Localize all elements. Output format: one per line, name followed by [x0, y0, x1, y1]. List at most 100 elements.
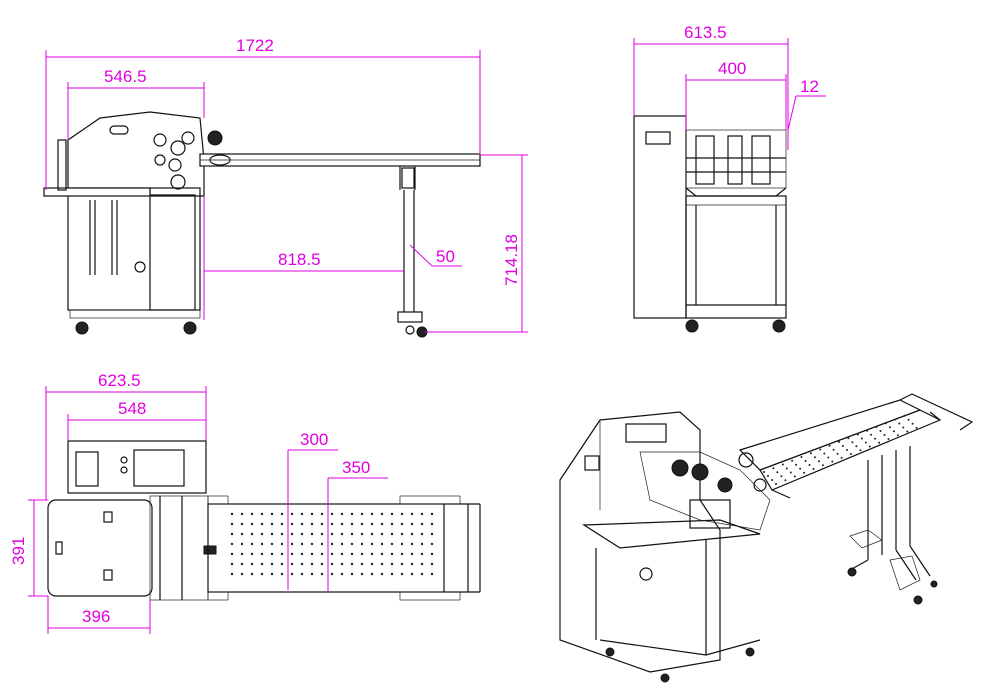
perforation-dot [240, 512, 244, 516]
perforation-dot [370, 572, 374, 576]
iso-perforation-dot [915, 426, 918, 429]
iso-perforation-dot [803, 471, 806, 474]
iso-perforation-dot [842, 445, 844, 447]
perforation-dot [360, 532, 364, 536]
perforation-dot [240, 562, 244, 566]
perforation-dot [230, 572, 234, 576]
perforation-dot [300, 532, 304, 536]
perforation-dot [410, 542, 414, 546]
perforation-dot [320, 552, 324, 556]
perforation-dot [420, 512, 424, 516]
perforation-dot [260, 522, 264, 526]
perforation-dot [360, 562, 364, 566]
iso-perforation-dot [827, 456, 830, 459]
iso-perforation-dot [784, 479, 787, 482]
perforation-dot [310, 512, 314, 516]
iso-perforation-dot [838, 441, 840, 443]
iso-perforation-dot [860, 437, 863, 440]
perforation-dot [330, 552, 334, 556]
dim-top-feeder-width: 396 [82, 607, 110, 626]
perforation-dot [340, 532, 344, 536]
iso-perforation-dot [780, 475, 783, 478]
iso-perforation-dot [763, 471, 765, 473]
perforation-dot [290, 532, 294, 536]
iso-perforation-dot [791, 459, 794, 462]
perforation-dot [410, 552, 414, 556]
dim-side-overall-width: 613.5 [684, 23, 727, 42]
iso-perforation-dot [883, 434, 886, 436]
perforation-dot [430, 522, 434, 526]
iso-perforation-dot [892, 430, 895, 433]
dim-top-belt-inner: 300 [300, 430, 328, 449]
dim-front-leg-width: 50 [436, 247, 455, 266]
perforation-dot [390, 522, 394, 526]
perforation-dot [390, 562, 394, 566]
perforation-dot [400, 542, 404, 546]
perforation-dot [370, 542, 374, 546]
perforation-dot [290, 512, 294, 516]
iso-perforation-dot [847, 437, 850, 440]
iso-perforation-dot [868, 445, 871, 448]
perforation-dot [300, 522, 304, 526]
perforation-dot [310, 562, 314, 566]
perforation-dot [350, 552, 354, 556]
perforation-dot [420, 552, 424, 556]
perforation-dot [390, 572, 394, 576]
dim-front-height: 714.18 [502, 234, 521, 286]
perforation-dot [280, 562, 284, 566]
perforation-dot [300, 572, 304, 576]
perforation-dot [360, 552, 364, 556]
perforation-dot [330, 572, 334, 576]
perforation-dot [230, 522, 234, 526]
perforation-dot [260, 542, 264, 546]
perforation-dot [380, 562, 384, 566]
perforation-dot [280, 512, 284, 516]
iso-perforation-dot [799, 467, 802, 470]
iso-perforation-dot [856, 433, 859, 436]
iso-perforation-dot [781, 463, 784, 466]
perforation-dot [230, 562, 234, 566]
perforation-dot [240, 572, 244, 576]
perforation-dot [310, 552, 314, 556]
perforation-dot [310, 522, 314, 526]
perforation-dot [410, 522, 414, 526]
iso-perforations [763, 414, 918, 485]
perforation-dot [430, 552, 434, 556]
perforation-dot [250, 562, 254, 566]
perforation-dot [330, 522, 334, 526]
perforation-dot [380, 542, 384, 546]
iso-perforation-dot [846, 449, 848, 451]
perforation-dot [300, 562, 304, 566]
iso-perforation-dot [785, 467, 788, 470]
iso-perforation-dot [851, 441, 854, 444]
perforation-dot [420, 542, 424, 546]
perforation-dot [250, 522, 254, 526]
perforation-dot [250, 572, 254, 576]
dim-side-offset: 12 [800, 77, 819, 96]
perforation-dot [390, 542, 394, 546]
perforation-dot [270, 522, 274, 526]
perforation-dot [420, 572, 424, 576]
isometric-view [559, 393, 974, 683]
dim-top-overall-width: 623.5 [98, 371, 141, 390]
iso-perforation-dot [911, 422, 914, 425]
perforation-dot [400, 522, 404, 526]
perforation-dot [370, 522, 374, 526]
perforation-dot [400, 512, 404, 516]
iso-perforation-dot [832, 448, 835, 451]
perforation-dot [410, 572, 414, 576]
perforation-dot [240, 522, 244, 526]
iso-perforation-dot [874, 437, 877, 440]
perforation-dot [370, 532, 374, 536]
iso-perforation-dot [907, 418, 910, 421]
perforation-dot [380, 572, 384, 576]
front-machine-outline [43, 111, 481, 338]
perforation-dot [430, 512, 434, 516]
iso-perforation-dot [800, 456, 803, 458]
perforation-dot [310, 572, 314, 576]
dim-side-inner-width: 400 [718, 59, 746, 78]
perforation-dot [270, 542, 274, 546]
iso-perforation-dot [898, 422, 901, 425]
iso-perforation-dot [902, 426, 905, 429]
perforation-dot [430, 562, 434, 566]
